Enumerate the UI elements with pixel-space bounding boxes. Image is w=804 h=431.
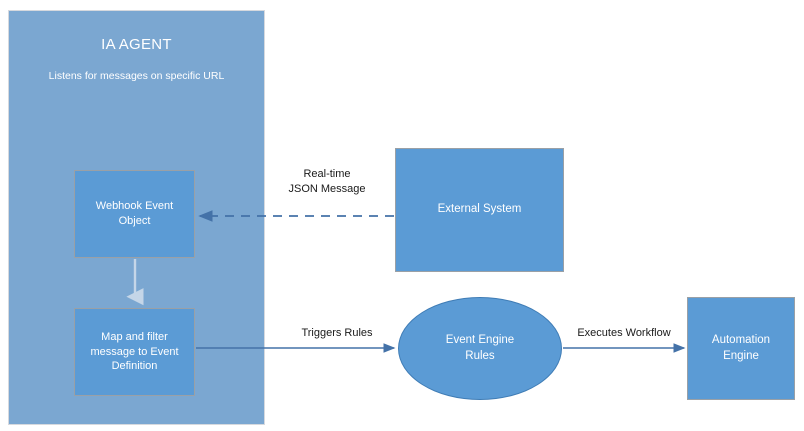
node-event-engine-rules[interactable]: Event Engine Rules [398,297,562,400]
edge-label-real-time-json-message: Real-time JSON Message [288,168,366,195]
edge-label-executes-workflow: Executes Workflow [577,327,671,339]
edge-label-triggers-rules: Triggers Rules [301,327,373,339]
node-automation-engine[interactable]: Automation Engine [687,297,795,400]
node-webhook-event-object[interactable]: Webhook Event Object [74,170,195,258]
node-external-system[interactable]: External System [395,148,564,272]
node-label: Map and filter message to Event Definiti… [90,330,179,373]
node-label: Event Engine Rules [445,333,515,362]
node-map-and-filter[interactable]: Map and filter message to Event Definiti… [74,308,195,396]
ia-agent-title: IA AGENT [101,36,172,53]
node-label: Webhook Event Object [95,200,174,227]
node-label: External System [437,203,522,216]
ia-agent-subtitle: Listens for messages on specific URL [48,70,225,82]
node-label: Automation Engine [711,333,771,362]
